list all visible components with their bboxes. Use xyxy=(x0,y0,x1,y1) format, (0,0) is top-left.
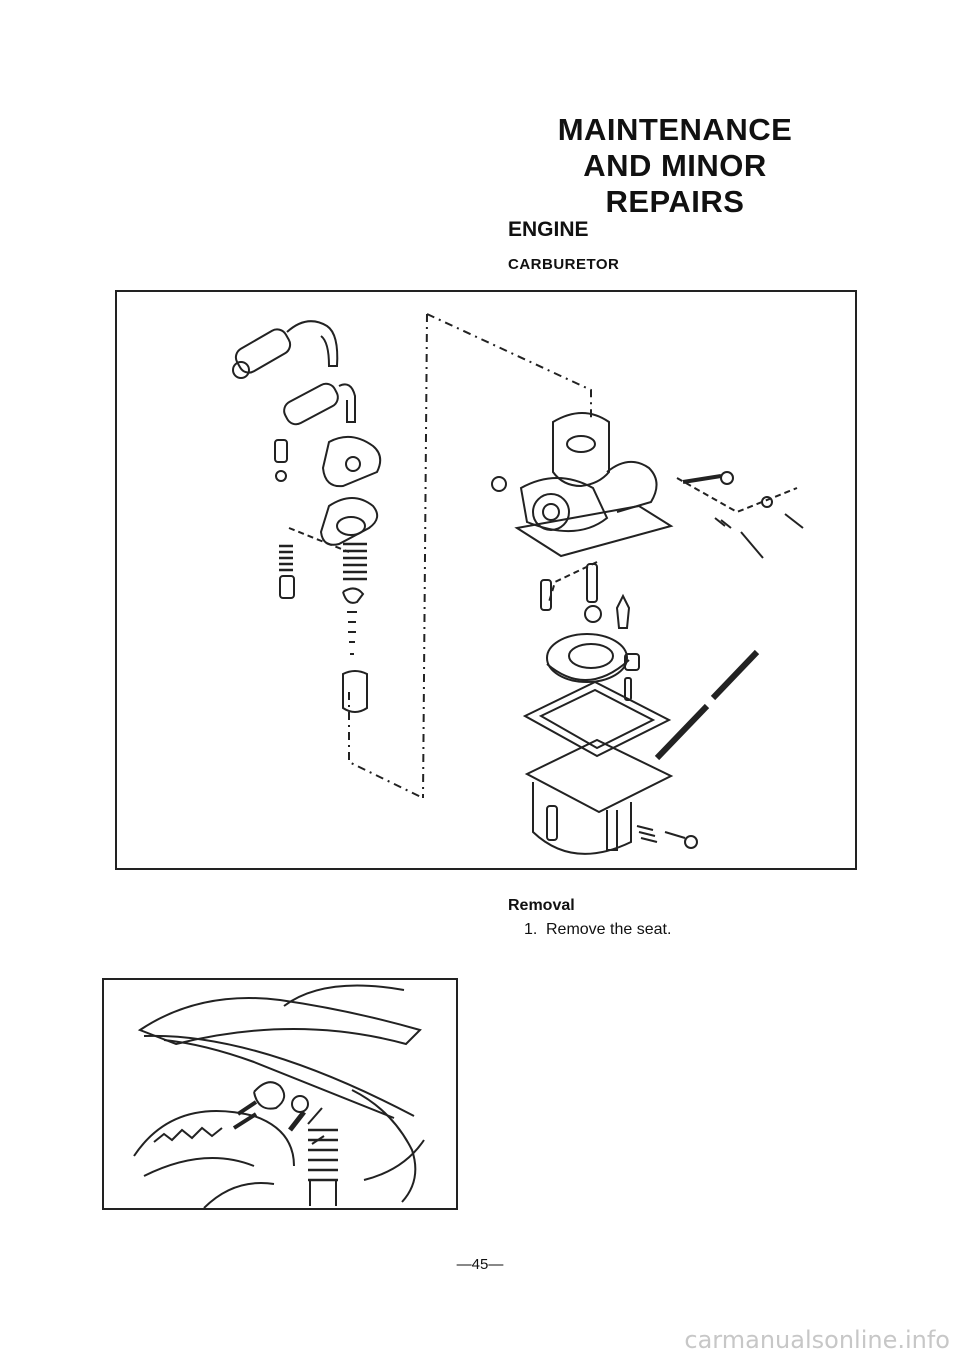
watermark: carmanualsonline.info xyxy=(684,1326,950,1354)
section-heading: ENGINE xyxy=(508,218,589,241)
title-line: REPAIRS xyxy=(605,184,745,219)
step-number: 1. xyxy=(524,921,538,938)
seat-removal-illustration xyxy=(102,978,458,1210)
removal-heading: Removal xyxy=(508,897,575,914)
subsection-heading: CARBURETOR xyxy=(508,256,620,273)
title-line: MAINTENANCE xyxy=(557,112,793,147)
carburetor-exploded-diagram xyxy=(115,290,857,870)
step-text: Remove the seat. xyxy=(546,921,672,938)
page-title: MAINTENANCE AND MINOR REPAIRS xyxy=(540,112,810,220)
list-item: 1. Remove the seat. xyxy=(524,921,671,939)
title-line: AND MINOR xyxy=(583,148,767,183)
page-number: —45— xyxy=(456,1256,504,1273)
